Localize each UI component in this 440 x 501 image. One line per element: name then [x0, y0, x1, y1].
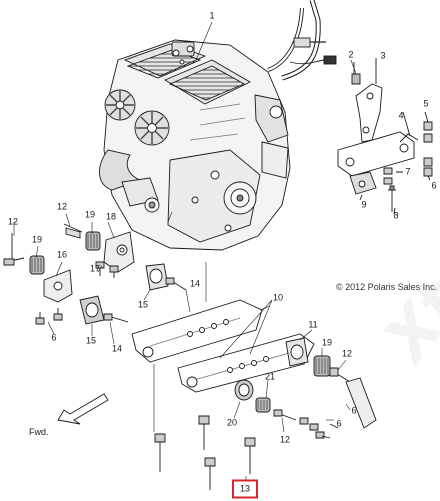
callout-6-lower-b[interactable]: 6: [351, 405, 357, 416]
forward-arrow: [57, 393, 109, 425]
mounting-bolts-13: [154, 415, 256, 490]
forward-label: Fwd.: [29, 427, 49, 437]
callout-11[interactable]: 11: [308, 319, 318, 330]
callout-4[interactable]: 4: [398, 110, 404, 121]
callout-16[interactable]: 16: [56, 249, 68, 260]
leader-lines: [13, 21, 357, 484]
callout-15-upper[interactable]: 15: [137, 299, 149, 310]
callout-1[interactable]: 1: [209, 10, 215, 21]
rubber-cushion-19-mid: [85, 231, 101, 251]
callout-6-left[interactable]: 6: [51, 332, 57, 343]
nut-part-2: [351, 62, 361, 85]
callout-14-upper[interactable]: 14: [189, 278, 201, 289]
callout-19-right[interactable]: 19: [321, 337, 333, 348]
callout-15-lower[interactable]: 15: [85, 335, 97, 346]
cooling-fins-left: [104, 89, 136, 121]
callout-12-bottom[interactable]: 12: [279, 434, 291, 445]
callout-12-top[interactable]: 12: [56, 201, 68, 212]
callout-17[interactable]: 17: [89, 263, 101, 274]
mount-assembly-lower-right: [234, 337, 377, 439]
callout-13-highlighted[interactable]: 13: [231, 479, 259, 499]
bracket-part-3: [355, 58, 383, 143]
callout-9[interactable]: 9: [361, 199, 367, 210]
callout-20[interactable]: 20: [226, 417, 238, 428]
callout-6-lower-a[interactable]: 6: [336, 418, 342, 429]
callout-3[interactable]: 3: [380, 50, 386, 61]
callout-21[interactable]: 21: [264, 371, 276, 382]
mount-assembly-left: [3, 223, 187, 325]
callout-14-lower[interactable]: 14: [111, 343, 123, 354]
callout-5[interactable]: 5: [423, 98, 429, 109]
callout-6-right[interactable]: 6: [431, 180, 437, 191]
callout-8[interactable]: 8: [393, 210, 399, 221]
callout-19-left[interactable]: 19: [31, 234, 43, 245]
callout-7[interactable]: 7: [405, 166, 411, 177]
callout-19-mid[interactable]: 19: [84, 209, 96, 220]
copyright-notice: © 2012 Polaris Sales Inc.: [336, 282, 438, 292]
callout-18[interactable]: 18: [105, 211, 117, 222]
callout-10[interactable]: 10: [272, 292, 284, 303]
callout-2[interactable]: 2: [348, 49, 354, 60]
callout-12-right[interactable]: 12: [341, 348, 353, 359]
engine-assembly: [99, 0, 337, 251]
callout-12-left[interactable]: 12: [7, 216, 19, 227]
rubber-cushion-19-left: [29, 255, 45, 275]
mount-assembly-right: [337, 111, 433, 215]
mount-bracket-10: [131, 299, 315, 393]
cooling-fins-right: [134, 110, 170, 146]
